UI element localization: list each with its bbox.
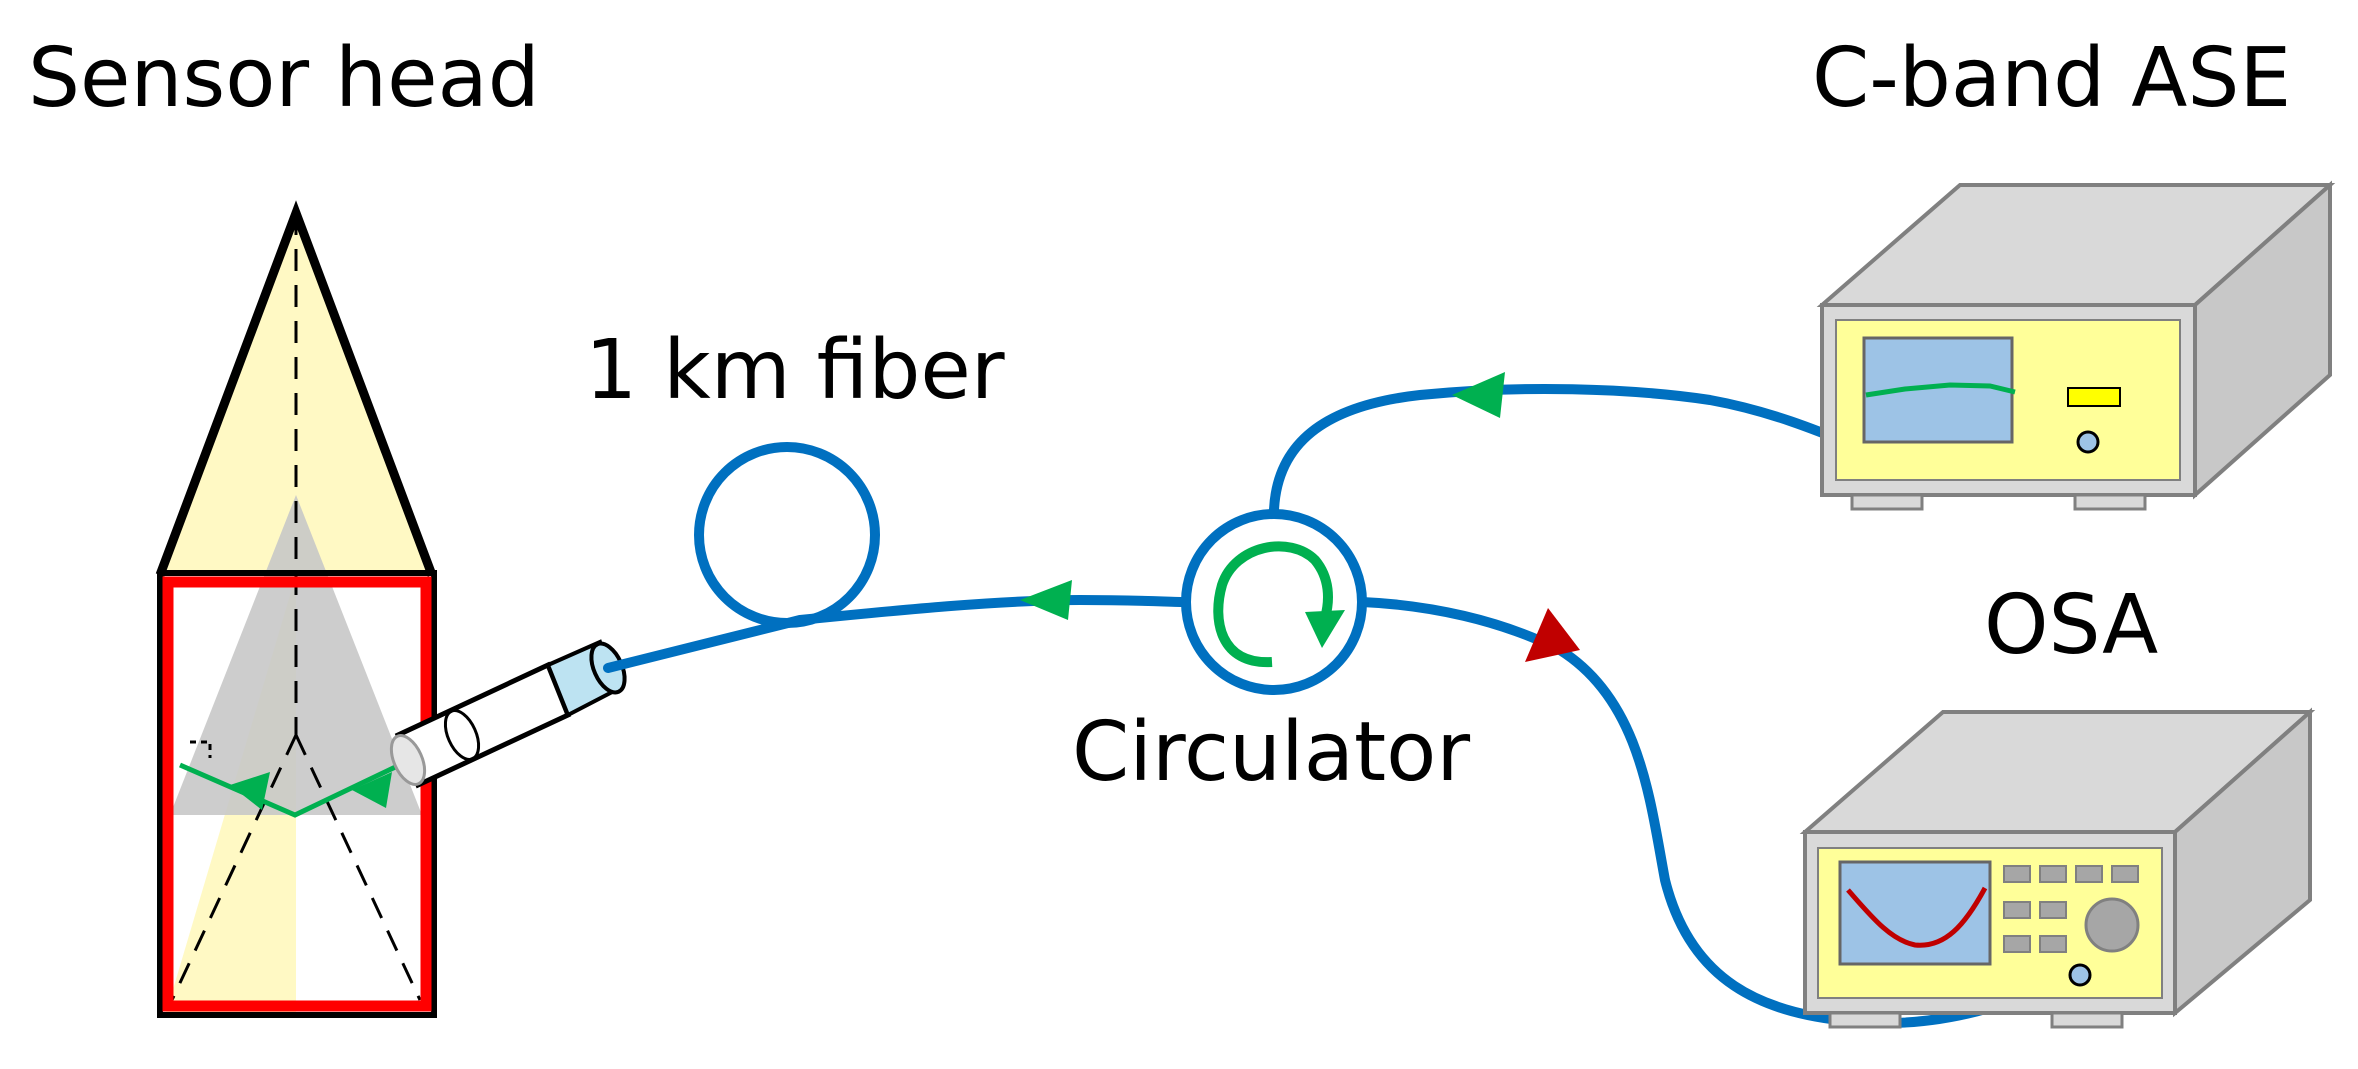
circulator-ring bbox=[1181, 509, 1367, 695]
circulator-icon bbox=[1181, 509, 1367, 695]
fiber-to-osa bbox=[1357, 597, 2085, 1028]
osa-key bbox=[2039, 865, 2067, 883]
osa-keypad bbox=[2003, 865, 2139, 953]
collimator-end-left bbox=[389, 734, 427, 786]
sensor-frame bbox=[162, 576, 432, 1012]
osa-knob bbox=[2084, 897, 2140, 953]
circulator-arrowhead bbox=[1305, 610, 1345, 648]
ase-indicator bbox=[2067, 387, 2121, 407]
ase-source-device-icon bbox=[1816, 180, 2336, 511]
collimator-mid bbox=[443, 709, 481, 761]
ase-source-label: C-band ASE bbox=[1812, 31, 2292, 126]
light-arrow-left bbox=[230, 772, 270, 810]
sensor-head-icon bbox=[155, 200, 437, 1018]
osa-foot-left bbox=[1828, 1011, 1902, 1029]
light-arrow-right bbox=[352, 772, 392, 808]
red-arrow-osa bbox=[1525, 608, 1580, 662]
green-arrow-fiber bbox=[1020, 580, 1072, 620]
osa-foot-right bbox=[2050, 1011, 2124, 1029]
osa-key bbox=[2075, 865, 2103, 883]
ase-output-port bbox=[2076, 430, 2100, 454]
cone-dashed-right bbox=[294, 734, 422, 1001]
osa-key bbox=[2111, 865, 2139, 883]
osa-input-port bbox=[2068, 963, 2092, 987]
osa-spectrum-trace bbox=[1846, 886, 1988, 948]
sensor-frame-outer bbox=[157, 570, 437, 1018]
ase-foot-right bbox=[2073, 493, 2147, 511]
ase-foot-left bbox=[1850, 493, 1924, 511]
spectrum-analyzer-device-icon bbox=[1799, 707, 2316, 1029]
osa-label: OSA bbox=[1984, 578, 2159, 673]
ase-spectrum-trace bbox=[1865, 382, 2016, 398]
cone-dashed-left bbox=[170, 734, 298, 1001]
osa-key bbox=[2003, 935, 2031, 953]
osa-key bbox=[2003, 865, 2031, 883]
sensor-head-label: Sensor head bbox=[28, 31, 540, 126]
fiber-label: 1 km fiber bbox=[585, 323, 1005, 418]
collimator-icon bbox=[389, 639, 627, 789]
light-path-in-sensor bbox=[179, 757, 412, 818]
fiber-coil-icon bbox=[694, 442, 880, 628]
osa-key bbox=[2039, 901, 2067, 919]
pyramid-outline bbox=[155, 200, 437, 577]
circulator-label: Circulator bbox=[1072, 705, 1471, 800]
green-arrow-ase bbox=[1452, 372, 1505, 418]
osa-key bbox=[2003, 901, 2031, 919]
circulator-rotation-arrow bbox=[1213, 541, 1333, 668]
fiber-to-sensor bbox=[603, 594, 1191, 673]
osa-key bbox=[2039, 935, 2067, 953]
